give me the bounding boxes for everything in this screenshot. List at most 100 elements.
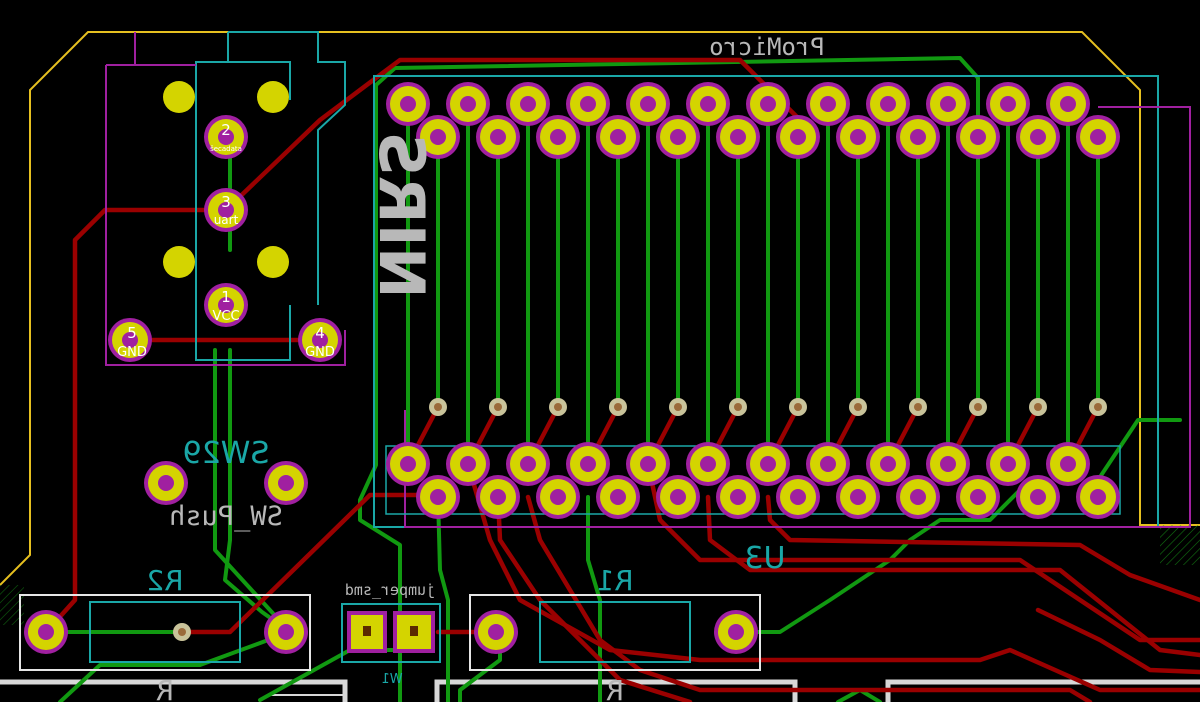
- promicro-pad: [896, 475, 940, 519]
- promicro-pad: [926, 442, 970, 486]
- promicro-pad: [506, 82, 550, 126]
- promicro-pad: [506, 442, 550, 486]
- r2-ref: R2: [146, 564, 183, 597]
- jumper-value: W1: [381, 672, 402, 687]
- promicro-pad: [1046, 442, 1090, 486]
- promicro-pad: [1016, 475, 1060, 519]
- promicro-pad: [956, 475, 1000, 519]
- promicro-pad: [926, 82, 970, 126]
- promicro-pad: [536, 115, 580, 159]
- promicro-pad: [986, 82, 1030, 126]
- r2-value: R: [156, 674, 173, 702]
- promicro-pad: [626, 82, 670, 126]
- jumper-pad-left-mark: [363, 626, 371, 636]
- pin-5-number: 5: [127, 324, 137, 342]
- via: [609, 398, 627, 416]
- via: [849, 398, 867, 416]
- r1-pad-right: [714, 610, 758, 654]
- promicro-pad: [806, 442, 850, 486]
- promicro-pad: [626, 442, 670, 486]
- promicro-pad: [686, 82, 730, 126]
- board-edge-hatch: [1160, 525, 1200, 565]
- via: [1029, 398, 1047, 416]
- r2-pad-right: [264, 610, 308, 654]
- jumper-ref: jumper_smd: [345, 581, 435, 599]
- chip-label: NIRS: [365, 131, 438, 298]
- pin-3-name: uart: [214, 213, 239, 227]
- promicro-pad: [746, 82, 790, 126]
- connector-pad-3: [204, 188, 248, 232]
- via: [909, 398, 927, 416]
- promicro-pad: [1016, 115, 1060, 159]
- promicro-pad: [656, 475, 700, 519]
- via: [1089, 398, 1107, 416]
- switch-ref: SW29: [183, 436, 270, 471]
- switch-pad-left-hole: [158, 475, 174, 491]
- promicro-inner-outline: [385, 445, 1121, 515]
- promicro-pad: [566, 442, 610, 486]
- promicro-pad: [776, 115, 820, 159]
- pin-2-name: šecadata: [210, 145, 242, 153]
- promicro-pad: [866, 442, 910, 486]
- promicro-pad: [986, 442, 1030, 486]
- promicro-pad: [446, 442, 490, 486]
- via: [669, 398, 687, 416]
- via: [489, 398, 507, 416]
- back-copper-traces: [43, 56, 1182, 702]
- promicro-label: ProMicro: [709, 33, 825, 61]
- connector-pads: [163, 81, 289, 278]
- connector-pad-4: [298, 318, 342, 362]
- vias: [173, 398, 1107, 641]
- via: [429, 398, 447, 416]
- pin-4-name: GND: [305, 345, 335, 360]
- pin-2-number: 2: [221, 121, 231, 139]
- via: [173, 623, 191, 641]
- promicro-pad: [386, 82, 430, 126]
- r1-pad-left: [474, 610, 518, 654]
- promicro-pad: [476, 115, 520, 159]
- pin-1-number: 1: [221, 288, 231, 306]
- r1-value: R: [606, 674, 623, 702]
- connector-pad-5: [108, 318, 152, 362]
- jumper-pad-right-mark: [410, 626, 418, 636]
- promicro-pad: [716, 115, 760, 159]
- via: [969, 398, 987, 416]
- connector-pad-1: [204, 283, 248, 327]
- promicro-pad: [806, 82, 850, 126]
- via: [729, 398, 747, 416]
- promicro-pad: [1046, 82, 1090, 126]
- via: [549, 398, 567, 416]
- promicro-pad: [956, 115, 1000, 159]
- jumper-outline: [341, 603, 441, 663]
- promicro-pad: [446, 82, 490, 126]
- switch-value: SW_Push: [169, 501, 283, 532]
- connector-pad-2: [204, 115, 248, 159]
- promicro-pad: [656, 115, 700, 159]
- promicro-pad: [896, 115, 940, 159]
- pin-3-number: 3: [221, 193, 231, 211]
- pin-5-name: GND: [117, 345, 147, 360]
- promicro-courtyard: [404, 106, 1191, 528]
- connector-outlines: [105, 31, 346, 366]
- board-edge: [0, 31, 1200, 586]
- promicro-pad: [716, 475, 760, 519]
- switch-pad-right-hole: [278, 475, 294, 491]
- promicro-pad: [566, 82, 610, 126]
- r1-ref: R1: [596, 564, 633, 597]
- pin-4-number: 4: [315, 324, 325, 342]
- promicro-pad: [536, 475, 580, 519]
- promicro-pad: [776, 475, 820, 519]
- promicro-pad: [836, 115, 880, 159]
- promicro-pad: [686, 442, 730, 486]
- resistor-outlines: [19, 594, 761, 671]
- promicro-pad: [1076, 475, 1120, 519]
- r2-pad-left: [24, 610, 68, 654]
- promicro-pad: [476, 475, 520, 519]
- pin-1-name: VCC: [212, 309, 239, 324]
- u3-ref: U3: [744, 541, 785, 576]
- promicro-pad: [866, 82, 910, 126]
- tht-pads: [24, 82, 1120, 654]
- promicro-pad: [746, 442, 790, 486]
- promicro-pad: [836, 475, 880, 519]
